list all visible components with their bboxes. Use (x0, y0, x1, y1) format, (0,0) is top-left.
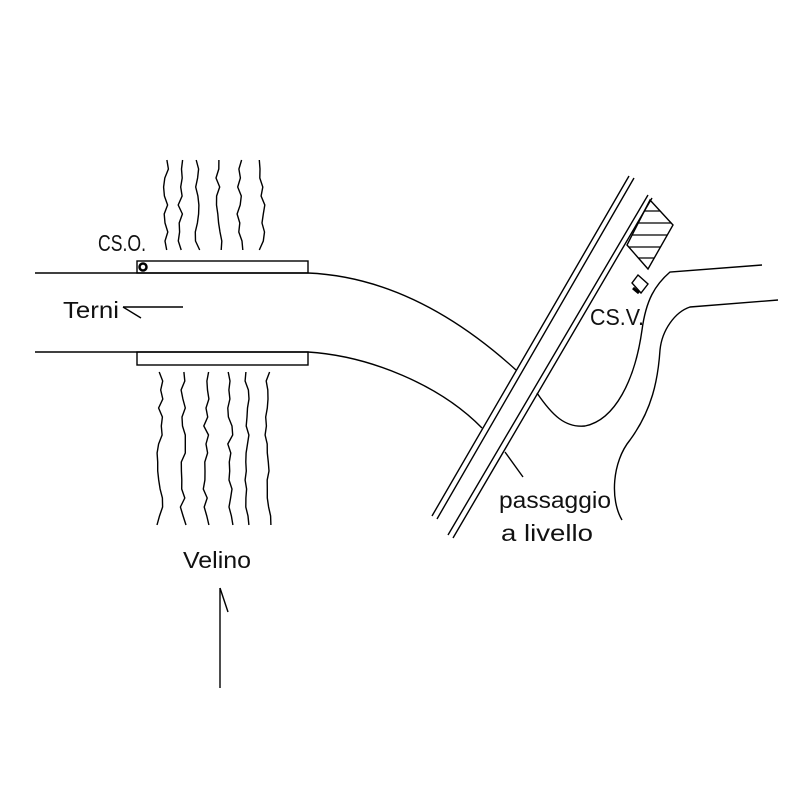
flow-line (236, 159, 244, 251)
cso-label: CS.O. (98, 230, 146, 256)
csv-station-marker-icon (631, 273, 649, 295)
flow-line (179, 371, 187, 526)
flow-line (215, 159, 223, 251)
rail-line (452, 197, 653, 539)
flow-line (162, 159, 170, 251)
rail-line (447, 194, 649, 536)
flow-line (156, 371, 164, 526)
bridge-upper-deck (136, 260, 309, 274)
flow-line (258, 159, 266, 251)
flow-line (194, 159, 201, 251)
velino-direction-arrow-icon (219, 587, 229, 688)
flow-line (264, 371, 272, 526)
bridge-lower-deck (136, 351, 309, 366)
flow-line (202, 371, 210, 526)
terni-direction-arrow-icon (122, 306, 183, 319)
flow-line (177, 159, 184, 251)
passaggio-label-line2: a livello (501, 520, 593, 546)
railway-tracks (431, 175, 653, 539)
velino-label: Velino (183, 547, 251, 573)
hatched-building (626, 198, 674, 271)
level-crossing-pointer (504, 451, 524, 478)
channel-right-bank-lower (613, 299, 779, 521)
channel-upper-bank (35, 272, 517, 371)
cso-station-marker-icon (138, 262, 148, 272)
flow-line (244, 371, 250, 526)
flow-line (227, 371, 234, 526)
csv-label: CS.V. (590, 304, 644, 330)
terni-label: Terni (63, 297, 119, 323)
csv-station-dot (632, 286, 640, 295)
rail-line (431, 175, 630, 517)
velino-flow-lines-upstream (162, 159, 266, 251)
passaggio-label-line1: passaggio (499, 487, 611, 513)
velino-flow-lines-downstream (156, 371, 272, 526)
channel-lower-bank (35, 351, 483, 429)
channel-right-bank-upper (536, 264, 763, 427)
terni-channel (35, 264, 779, 521)
rail-line (436, 177, 635, 520)
